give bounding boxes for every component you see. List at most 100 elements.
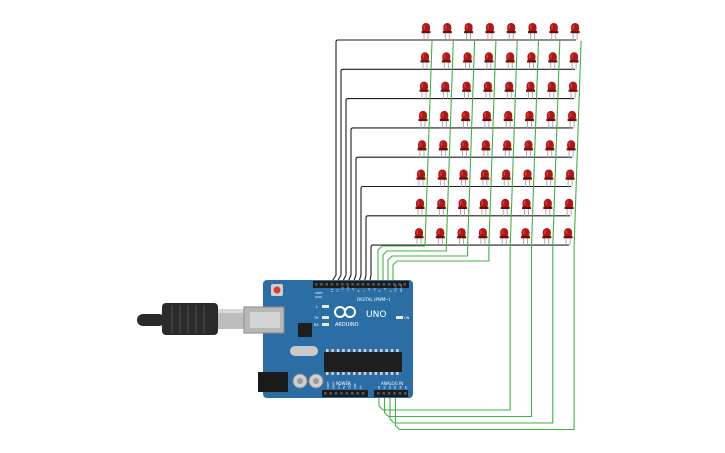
led[interactable] [499,228,509,247]
led[interactable] [417,140,427,159]
led[interactable] [481,140,491,159]
led[interactable] [506,23,516,41]
column-link-wire[interactable] [387,246,469,283]
led[interactable] [459,169,469,188]
led[interactable] [437,169,447,188]
led[interactable] [566,140,576,159]
led[interactable] [483,81,493,100]
row-wire[interactable] [341,98,574,284]
led[interactable] [415,198,425,217]
led[interactable] [547,81,557,100]
led[interactable] [420,52,430,71]
header-pin[interactable] [356,283,360,286]
row-wire[interactable] [352,156,572,284]
analog-pin[interactable] [387,392,391,395]
header-pin[interactable] [346,283,349,286]
header-pin[interactable] [398,283,401,286]
led[interactable] [478,228,488,247]
reset-button-cap[interactable] [273,286,281,294]
header-pin[interactable] [361,283,365,286]
led[interactable] [543,198,553,217]
analog-pin[interactable] [377,392,380,395]
led[interactable] [545,140,555,159]
led[interactable] [480,169,490,188]
header-pin[interactable] [320,283,323,286]
power-pin[interactable] [345,392,349,395]
power-pin[interactable] [324,392,327,395]
led[interactable] [460,140,470,159]
led[interactable] [439,110,449,129]
led[interactable] [548,52,558,71]
column-link-wire[interactable] [378,246,511,411]
header-pin[interactable] [372,283,375,286]
header-pin[interactable] [377,283,380,286]
led[interactable] [523,169,532,188]
led[interactable] [563,228,573,247]
led[interactable] [568,81,578,100]
row-wire[interactable] [346,127,574,284]
analog-pin[interactable] [393,392,396,395]
header-pin[interactable] [330,283,334,286]
led[interactable] [504,81,514,100]
led[interactable] [463,52,473,71]
header-pin[interactable] [341,283,344,286]
led[interactable] [524,140,533,159]
header-pin[interactable] [315,283,318,286]
header-pin[interactable] [393,283,396,286]
led[interactable] [500,198,510,217]
led[interactable] [436,198,446,217]
led[interactable] [416,169,426,188]
column-link-wire[interactable] [382,246,447,283]
led[interactable] [564,198,574,217]
analog-pin[interactable] [398,392,402,395]
led[interactable] [501,169,511,188]
led[interactable] [414,228,424,247]
header-pin[interactable] [403,283,406,286]
led[interactable] [567,110,577,129]
column-link-wire[interactable] [377,245,426,283]
led[interactable] [544,169,554,188]
led[interactable] [546,110,556,129]
header-pin[interactable] [325,283,328,286]
column-link-wire[interactable] [392,246,490,283]
column-wire[interactable] [467,40,476,247]
column-link-wire[interactable] [389,246,554,424]
led[interactable] [525,110,534,129]
led[interactable] [462,81,472,100]
led[interactable] [526,81,535,100]
led[interactable] [479,198,489,217]
led[interactable] [442,23,452,41]
power-pin[interactable] [361,392,365,395]
led[interactable] [419,81,429,100]
column-wire[interactable] [552,40,561,247]
led[interactable] [441,52,451,71]
row-wire[interactable] [363,215,570,284]
row-wire[interactable] [336,68,576,284]
led[interactable] [522,198,531,217]
row-wire[interactable] [368,244,570,284]
power-pin[interactable] [340,392,343,395]
power-pin[interactable] [351,392,354,395]
led[interactable] [505,52,515,71]
column-wire[interactable] [445,40,454,247]
column-wire[interactable] [488,40,497,247]
header-pin[interactable] [367,283,370,286]
row-wire[interactable] [357,185,572,284]
power-pin[interactable] [334,392,338,395]
led[interactable] [503,110,513,129]
led[interactable] [570,23,580,41]
power-pin[interactable] [329,392,332,395]
column-wire[interactable] [573,40,582,247]
led[interactable] [484,52,494,71]
led[interactable] [542,228,552,247]
header-pin[interactable] [335,283,339,286]
led[interactable] [521,228,530,247]
led[interactable] [549,23,559,41]
led[interactable] [464,23,474,41]
led[interactable] [421,23,431,41]
led[interactable] [482,110,492,129]
led[interactable] [528,23,537,41]
power-pin[interactable] [356,392,359,395]
analog-pin[interactable] [404,392,407,395]
led[interactable] [438,140,448,159]
